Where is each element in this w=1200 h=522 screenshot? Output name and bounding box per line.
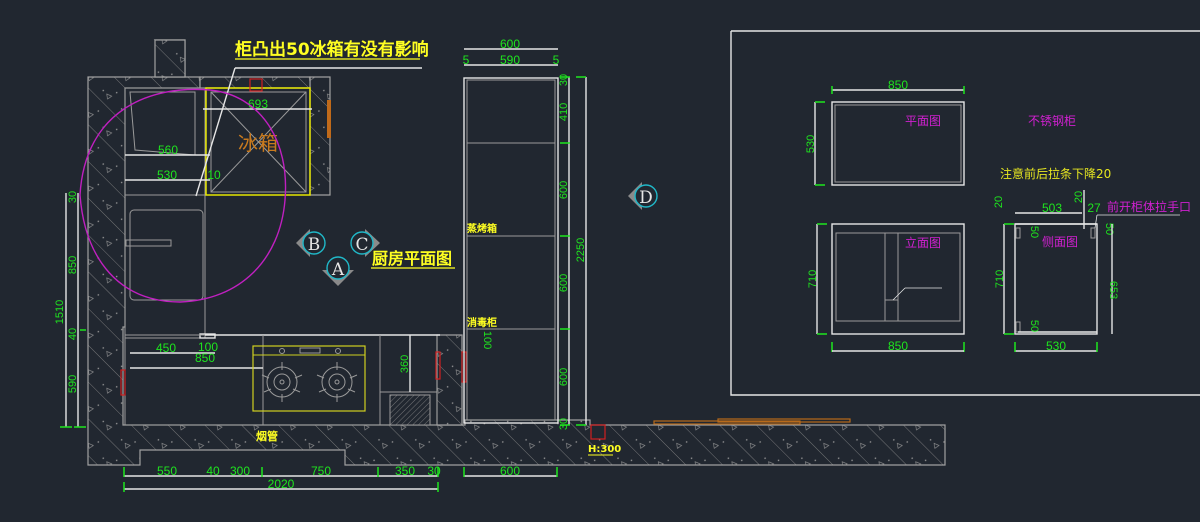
left-dimensions: 1510 30 850 40 590 <box>54 191 86 428</box>
dim-tall-side-r: 5 <box>553 53 560 67</box>
left-cabinet <box>124 87 216 339</box>
plan-view-label: 平面图 <box>905 114 941 128</box>
dim-tall-small: 100 <box>481 331 493 349</box>
side-view-label: 侧面图 <box>1042 235 1078 249</box>
dim-fridge-d2: 530 <box>157 168 177 182</box>
elevation-view: 立面图 710 850 <box>807 223 965 353</box>
dim-left-total: 1510 <box>54 300 66 324</box>
view-marker-a-label: A <box>331 260 345 280</box>
dim-side-inner-height: 653 <box>1107 281 1119 299</box>
dim-side-width: 530 <box>1046 339 1066 353</box>
dim-counter-c: 850 <box>195 351 215 365</box>
sterilizer-label: 消毒柜 <box>467 316 497 329</box>
side-view: 侧面图 前开柜体拉手口 503 27 20 20 50 50 50 710 65… <box>993 190 1191 353</box>
gas-cooktop <box>252 345 366 412</box>
bottom-dimensions: 550 40 300 750 350 30 600 2020 <box>123 464 558 492</box>
dim-fridge-width: 693 <box>248 97 268 111</box>
burner-right <box>316 362 358 402</box>
sink-hatched-area <box>389 394 431 426</box>
dim-tall-side-l: 5 <box>463 53 470 67</box>
view-marker-c-label: C <box>355 235 368 255</box>
dim-bottom-a: 550 <box>157 464 177 478</box>
dim-elevation-height: 710 <box>807 270 819 288</box>
height-note: H:300 <box>588 444 621 455</box>
dim-side-50c: 50 <box>1028 320 1040 332</box>
dim-tall-top: 30 <box>558 74 570 86</box>
dim-bottom-e: 350 <box>395 464 415 478</box>
plan-view: 平面图 850 530 <box>805 78 965 186</box>
drawing-question-title: 柜凸出50冰箱有没有影响 <box>235 39 429 60</box>
dim-left-c: 40 <box>67 328 79 340</box>
plan-title: 厨房平面图 <box>372 249 452 268</box>
dim-counter-d: 360 <box>399 355 411 373</box>
view-marker-a[interactable]: A <box>322 256 354 286</box>
dim-side-27: 27 <box>1087 201 1101 215</box>
counter-end-wall <box>436 334 463 426</box>
dim-bottom-d: 750 <box>311 464 331 478</box>
chimney-wall <box>154 39 186 78</box>
dim-side-20b: 20 <box>1073 191 1085 203</box>
dim-tall-s4: 600 <box>558 368 570 386</box>
detail-panel: 不锈钢柜 注意前后拉条下降20 平面图 850 530 立面图 710 <box>730 30 1200 396</box>
dim-fridge-d1: 560 <box>158 143 178 157</box>
dim-elevation-width: 850 <box>888 339 908 353</box>
detail-note: 注意前后拉条下降20 <box>1000 166 1111 181</box>
dim-bottom-c: 300 <box>230 464 250 478</box>
fridge-socket-marker <box>249 78 263 92</box>
dim-plan-depth: 530 <box>805 135 817 153</box>
dim-tall-total: 2250 <box>575 238 587 262</box>
dim-left-a: 30 <box>67 191 79 203</box>
dim-tall-s1: 410 <box>558 103 570 121</box>
view-marker-c[interactable]: C <box>350 229 380 257</box>
view-marker-d[interactable]: D <box>628 182 658 210</box>
dim-tall-s3: 600 <box>558 274 570 292</box>
dim-plan-width: 850 <box>888 78 908 92</box>
dim-left-d: 590 <box>67 375 79 393</box>
fridge-label: 冰箱 <box>238 131 278 155</box>
dim-side-20a: 20 <box>993 196 1005 208</box>
dim-side-height: 710 <box>994 270 1006 288</box>
dim-left-b: 850 <box>67 256 79 274</box>
fridge: 冰箱 693 560 530 10 <box>125 67 422 197</box>
door-swing-arc <box>79 88 287 303</box>
dim-side-inner-width: 503 <box>1042 201 1062 215</box>
view-marker-b[interactable]: B <box>296 229 326 257</box>
dim-bottom-f: 30 <box>427 464 441 478</box>
handle-opening-label: 前开柜体拉手口 <box>1107 199 1191 214</box>
view-marker-b-label: B <box>308 235 321 255</box>
detail-panel-title: 不锈钢柜 <box>1028 114 1076 128</box>
elevation-view-label: 立面图 <box>905 235 941 250</box>
dim-side-50a: 50 <box>1028 226 1040 238</box>
dim-side-50b: 50 <box>1103 223 1115 235</box>
dim-counter-b: 100 <box>198 340 218 354</box>
burner-left <box>261 362 303 402</box>
outlet-marker <box>590 424 606 440</box>
dim-bottom-total: 2020 <box>268 477 295 491</box>
dim-counter-a: 450 <box>156 341 176 355</box>
dim-bottom-b: 40 <box>206 464 220 478</box>
dim-tall-inner: 590 <box>500 53 520 67</box>
flue-label: 烟管 <box>256 429 278 443</box>
counter: 450 100 850 360 <box>120 334 467 426</box>
view-marker-d-label: D <box>639 188 653 208</box>
dim-bottom-g: 600 <box>500 464 520 478</box>
dim-fridge-gap: 10 <box>207 168 221 182</box>
dim-tall-bottom: 30 <box>558 418 570 430</box>
dim-tall-outer: 600 <box>500 37 520 51</box>
oven-label: 蒸烤箱 <box>467 222 497 235</box>
dim-tall-s2: 600 <box>558 181 570 199</box>
fridge-door-handle <box>327 100 331 138</box>
tall-cabinet: 蒸烤箱 消毒柜 100 600 590 5 5 30 410 600 600 6… <box>463 37 587 430</box>
